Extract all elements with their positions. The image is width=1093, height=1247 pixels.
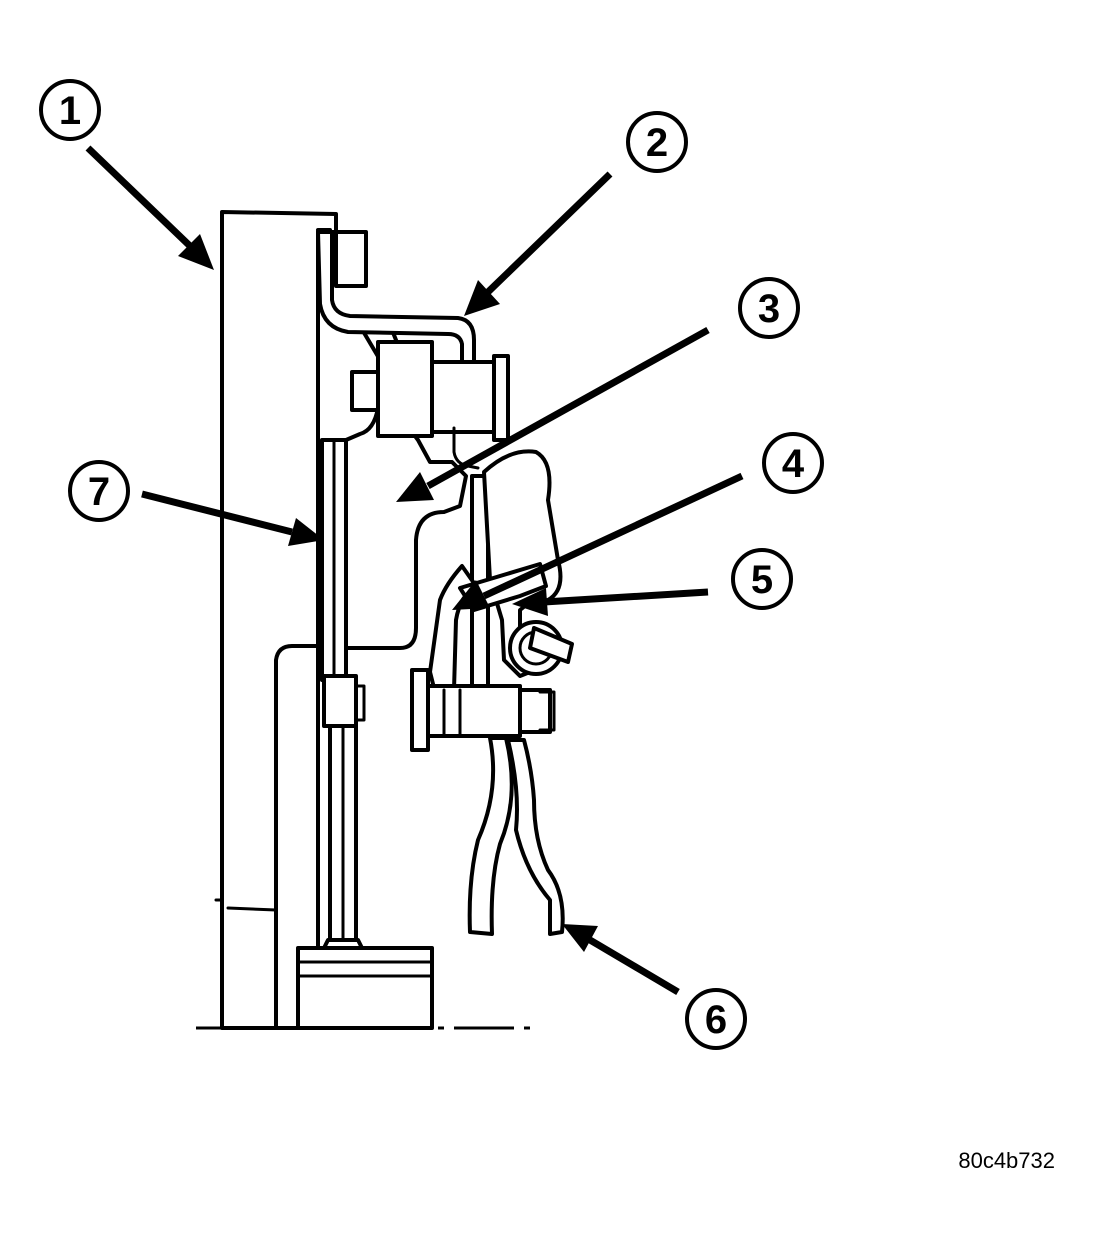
leader-1 xyxy=(85,145,193,249)
callout-4: 4 xyxy=(762,432,824,494)
leader-4 xyxy=(482,472,744,600)
callout-4-label: 4 xyxy=(782,442,805,486)
arrowhead-2 xyxy=(464,280,500,316)
callout-1-label: 1 xyxy=(59,89,81,133)
callout-3: 3 xyxy=(738,277,800,339)
arrowhead-7 xyxy=(288,518,324,546)
callout-5: 5 xyxy=(731,548,793,610)
hub-body xyxy=(274,644,320,1030)
callout-1: 1 xyxy=(39,79,101,141)
callout-7: 7 xyxy=(68,460,130,522)
leader-5 xyxy=(543,588,709,606)
arrowhead-1 xyxy=(178,234,214,270)
arrowhead-4 xyxy=(452,580,490,610)
leader-3 xyxy=(426,326,710,490)
disc-hub xyxy=(296,938,434,1030)
callout-6: 6 xyxy=(685,988,747,1050)
release-bearing xyxy=(410,668,556,752)
callout-7-label: 7 xyxy=(88,470,110,514)
arrowhead-3 xyxy=(396,472,434,502)
clutch-disc xyxy=(320,438,366,944)
figure-id: 80c4b732 xyxy=(958,1148,1055,1173)
callout-6-label: 6 xyxy=(705,998,727,1042)
arrowhead-5 xyxy=(512,588,548,616)
callout-5-label: 5 xyxy=(751,558,773,602)
arrowhead-6 xyxy=(562,924,598,952)
leader-6 xyxy=(588,936,680,996)
leader-2 xyxy=(485,171,613,295)
cover-rivet xyxy=(376,340,510,470)
fulcrum-ring xyxy=(508,620,574,676)
leader-7 xyxy=(141,490,293,536)
leader-lines xyxy=(85,145,744,996)
callout-2: 2 xyxy=(626,111,688,173)
callout-3-label: 3 xyxy=(758,287,780,331)
callout-2-label: 2 xyxy=(646,121,668,165)
release-fork xyxy=(467,736,565,936)
